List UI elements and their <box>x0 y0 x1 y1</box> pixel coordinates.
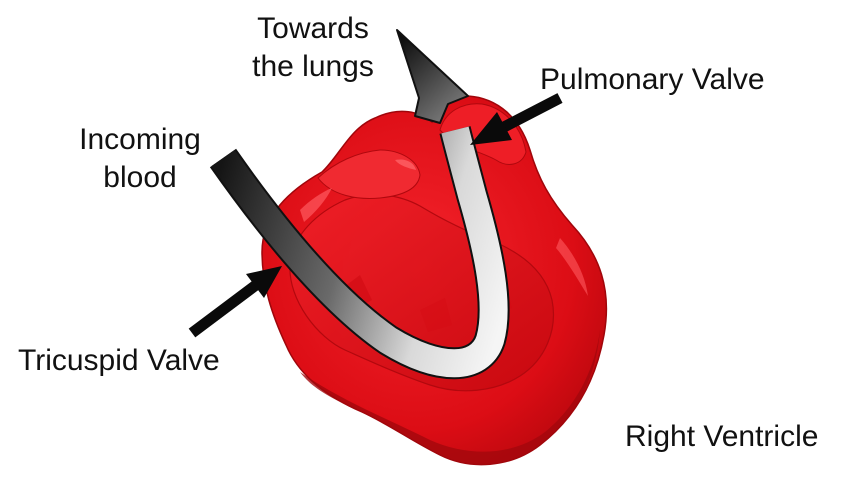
pulmonary-valve-label: Pulmonary Valve <box>540 61 765 99</box>
incoming-blood-label: Incoming blood <box>55 121 225 197</box>
towards-line1: Towards <box>233 10 393 48</box>
towards-line2: the lungs <box>233 48 393 86</box>
incoming-line2: blood <box>55 159 225 197</box>
right-ventricle-label: Right Ventricle <box>625 418 818 456</box>
incoming-line1: Incoming <box>55 121 225 159</box>
tricuspid-valve-label: Tricuspid Valve <box>18 342 220 380</box>
towards-lungs-label: Towards the lungs <box>233 10 393 86</box>
